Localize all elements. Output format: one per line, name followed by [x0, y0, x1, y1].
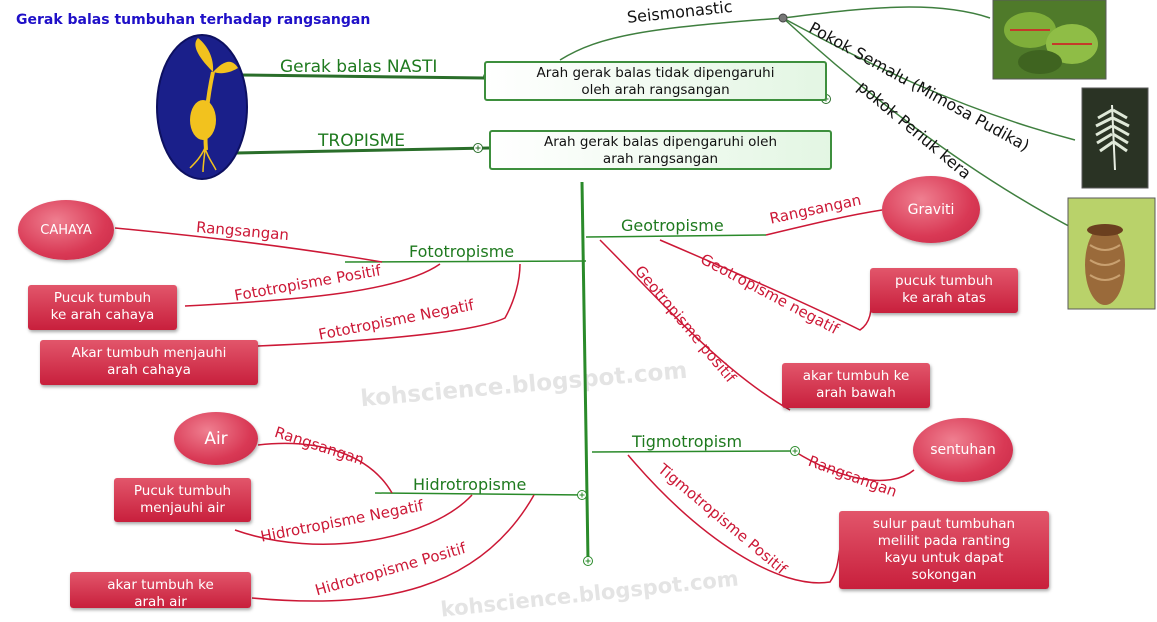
fot-neg-box[interactable]: Akar tumbuh menjauhi arah cahaya: [40, 340, 258, 385]
plus-circle-icon[interactable]: [473, 143, 483, 153]
tropisme-label: TROPISME: [318, 131, 406, 151]
geo-rang-line: [765, 209, 883, 236]
hid-branch: [374, 492, 587, 496]
geo-branch: [585, 234, 767, 238]
tig-pos-box-line-3: kayu untuk dapat: [884, 550, 1004, 566]
seismo-semalu: [782, 17, 1076, 141]
cahaya-text: CAHAYA: [40, 222, 92, 238]
air-text: Air: [204, 428, 228, 449]
plus-circle-icon[interactable]: [583, 556, 593, 566]
graviti-text: Graviti: [907, 201, 955, 218]
tigmotropism-label: Tigmotropism: [632, 432, 743, 451]
fot-neg-box-line-1: Akar tumbuh menjauhi: [71, 345, 227, 361]
mimosa-photo: [1081, 87, 1149, 189]
venus-flytrap-photo: [992, 0, 1107, 80]
connectors: [114, 0, 1156, 602]
hid-rang-line: [257, 442, 393, 494]
plus-circle-icon[interactable]: [790, 446, 800, 456]
hid-pos-box[interactable]: akar tumbuh ke arah air: [70, 572, 251, 608]
tig-pos-box-line-2: melilit pada ranting: [877, 533, 1011, 549]
fot-rang-line: [114, 227, 383, 263]
fot-pos-box[interactable]: Pucuk tumbuh ke arah cahaya: [28, 285, 177, 330]
tropisme-box-line-1: Arah gerak balas dipengaruhi oleh: [543, 134, 778, 150]
hid-pos-box-line-2: arah air: [134, 594, 187, 608]
fot-pos-line: [184, 263, 441, 307]
air-oval[interactable]: Air: [174, 412, 258, 465]
nasti-box-line-2: oleh arah rangsangan: [581, 82, 730, 98]
hid-neg-line: [234, 494, 473, 545]
hid-neg-box[interactable]: Pucuk tumbuh menjauhi air: [114, 478, 251, 522]
nasti-line: [239, 73, 485, 80]
hid-pos-line: [251, 494, 535, 602]
nasti-box[interactable]: Arah gerak balas tidak dipengaruhi oleh …: [484, 61, 827, 101]
page-title: Gerak balas tumbuhan terhadap rangsangan: [16, 12, 371, 28]
hid-pos-box-line-1: akar tumbuh ke: [107, 577, 214, 593]
geo-pos-box-line-2: arah bawah: [816, 385, 896, 401]
sentuhan-text: sentuhan: [930, 442, 996, 458]
pitcher-plant-photo: [1067, 197, 1156, 310]
geo-neg-box-line-2: ke arah atas: [902, 290, 986, 306]
hid-neg-box-line-2: menjauhi air: [140, 500, 225, 516]
fot-pos-box-line-2: ke arah cahaya: [50, 307, 155, 323]
fototropisme-label: Fototropisme: [409, 242, 515, 261]
fot-neg-box-line-2: arah cahaya: [107, 362, 191, 378]
geo-pos-box[interactable]: akar tumbuh ke arah bawah: [782, 363, 930, 408]
seismo-photo1: [782, 6, 991, 19]
plus-circle-icon[interactable]: [577, 490, 587, 500]
tig-pos-line: [627, 454, 841, 584]
geo-neg-box-line-1: pucuk tumbuh: [895, 273, 993, 289]
fot-neg-line: [257, 263, 521, 347]
tig-pos-box-line-4: sokongan: [911, 567, 977, 583]
fot-branch: [344, 260, 587, 263]
mind-map: Gerak balas tumbuhan terhadap rangsangan…: [16, 0, 1156, 622]
geo-pos-line: [599, 239, 791, 411]
seismo-periuk: [782, 17, 1081, 233]
geo-pos-box-line-1: akar tumbuh ke: [802, 368, 910, 384]
cahaya-oval[interactable]: CAHAYA: [18, 200, 114, 260]
trunk: [580, 181, 590, 561]
nasti-box-line-1: Arah gerak balas tidak dipengaruhi: [536, 65, 775, 81]
tig-pos-box-line-1: sulur paut tumbuhan: [872, 516, 1016, 532]
tig-rang-line: [793, 450, 915, 482]
fot-pos-box-line-1: Pucuk tumbuh: [53, 290, 152, 306]
seismo-line: [559, 17, 784, 61]
hid-neg-box-line-1: Pucuk tumbuh: [133, 483, 232, 499]
hidrotropisme-label: Hidrotropisme: [413, 475, 527, 494]
tropisme-line: [235, 146, 490, 155]
tig-branch: [591, 450, 795, 453]
node-dot-icon: [778, 13, 788, 23]
tropisme-box[interactable]: Arah gerak balas dipengaruhi oleh arah r…: [489, 130, 832, 170]
sentuhan-oval[interactable]: sentuhan: [913, 418, 1013, 482]
seedling-icon: [156, 34, 248, 180]
tropisme-box-line-2: arah rangsangan: [602, 151, 719, 167]
nasti-label: Gerak balas NASTI: [280, 57, 438, 77]
tig-pos-box[interactable]: sulur paut tumbuhan melilit pada ranting…: [839, 511, 1049, 589]
geotropisme-label: Geotropisme: [621, 216, 724, 235]
graviti-oval[interactable]: Graviti: [882, 176, 980, 243]
geo-neg-box[interactable]: pucuk tumbuh ke arah atas: [870, 268, 1018, 313]
